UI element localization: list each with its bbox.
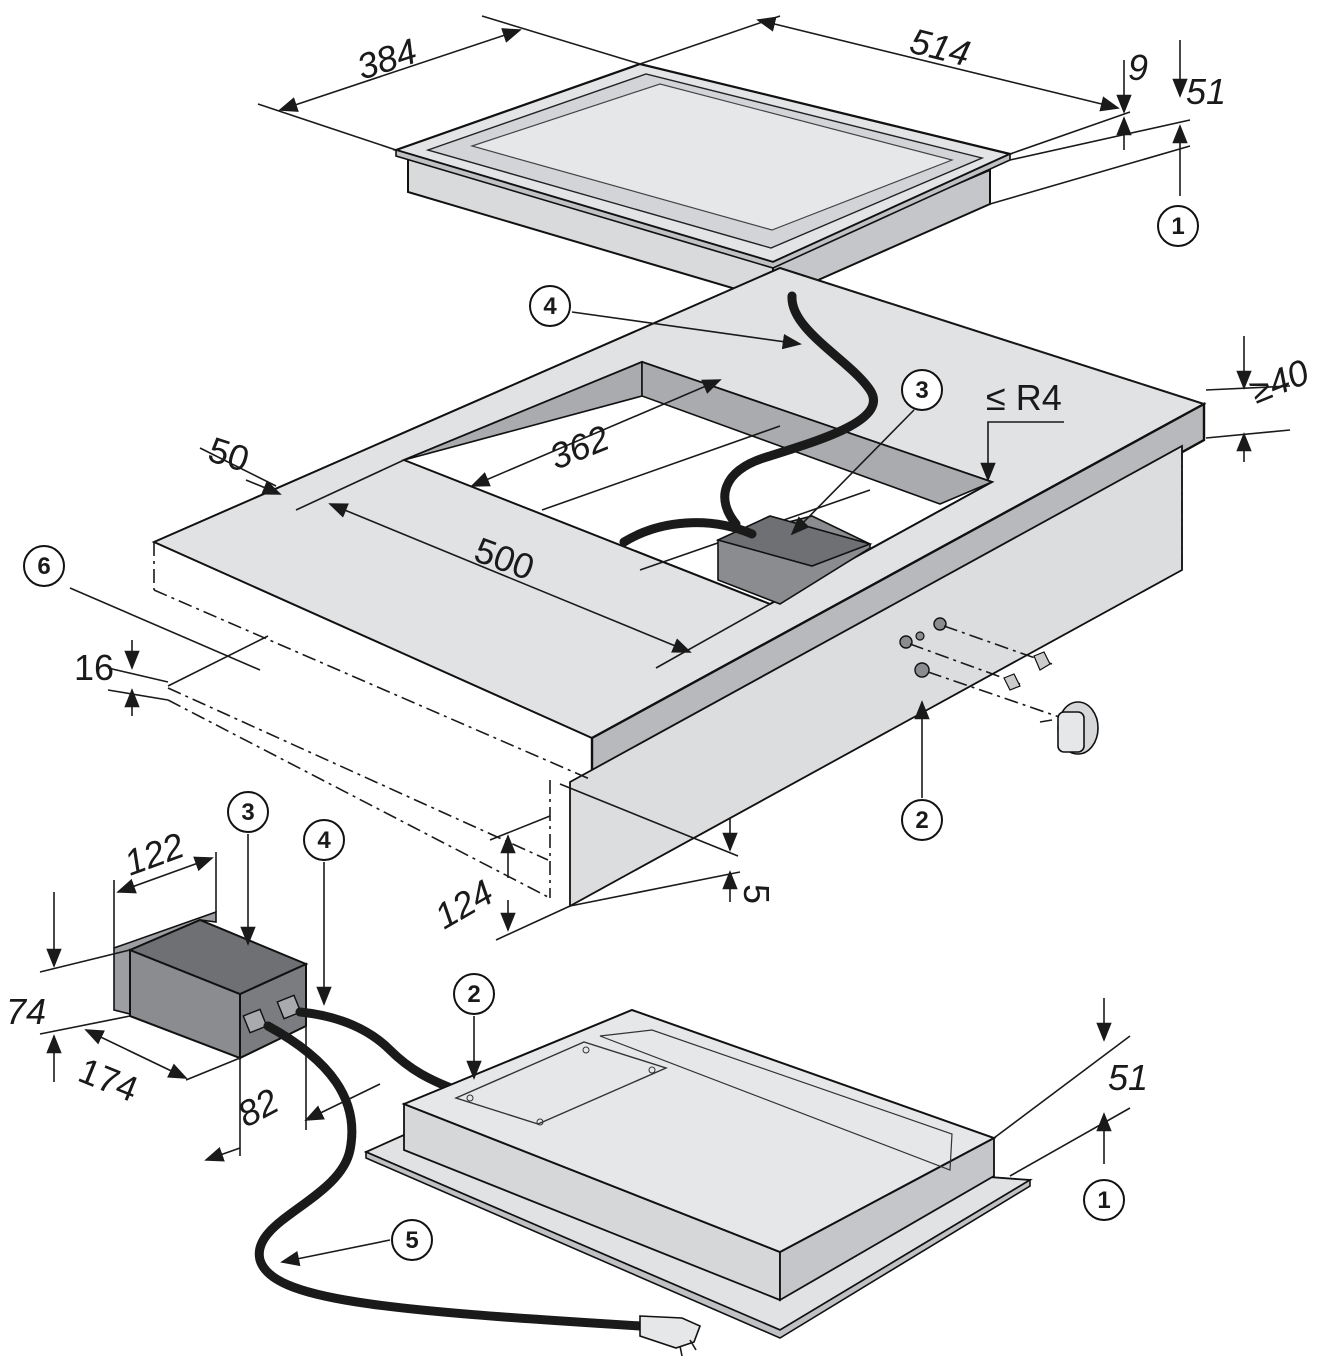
dim-51-top: 51	[1186, 71, 1226, 112]
callout-4-top: 4	[529, 285, 802, 350]
mains-cable	[254, 1021, 645, 1331]
dim-82: 82	[231, 1080, 286, 1135]
callout-2-panel-label: 2	[915, 807, 928, 834]
box-to-hob-cable	[295, 1007, 461, 1095]
dim-r4: ≤ R4	[986, 377, 1062, 418]
bottom-hob	[363, 1008, 1033, 1339]
dim-5: 5	[736, 884, 777, 904]
dim-122: 122	[119, 824, 189, 883]
callout-3-top: 3	[790, 369, 943, 536]
callout-2-bottom-label: 2	[467, 981, 480, 1008]
callout-1-top: 1	[1157, 205, 1199, 247]
dim-50: 50	[204, 429, 255, 480]
dim-384: 384	[352, 30, 422, 88]
bottom-dimensions	[993, 998, 1131, 1177]
top-cable	[720, 291, 878, 529]
dim-16: 16	[74, 647, 114, 688]
dim-174: 174	[73, 1049, 144, 1110]
dim-124: 124	[428, 871, 501, 937]
callout-3-box-label: 3	[241, 799, 254, 826]
worktop	[151, 266, 1207, 908]
worktop-dimensions	[199, 336, 1291, 669]
callout-4-box-label: 4	[317, 827, 331, 854]
callout-3-top-label: 3	[915, 377, 928, 404]
top-hob	[392, 62, 1014, 302]
callout-6: 6	[23, 545, 65, 587]
junction-box	[113, 910, 309, 1060]
callout-5-label: 5	[405, 1227, 418, 1254]
dim-74: 74	[6, 991, 46, 1032]
dim-ge40: ≥40	[1244, 351, 1315, 411]
callout-1-bottom-label: 1	[1097, 1187, 1110, 1214]
callout-1-bottom: 1	[1083, 1179, 1125, 1221]
control-knob-assembly	[899, 617, 1099, 755]
top-dimensions	[257, 15, 1191, 205]
dim-9: 9	[1128, 47, 1148, 88]
callout-2-panel: 2	[901, 700, 943, 841]
strip-dimension	[69, 587, 269, 716]
dim-514: 514	[906, 20, 974, 74]
callout-1-top-label: 1	[1171, 213, 1184, 240]
callout-3-box: 3	[227, 791, 269, 946]
box-dimensions	[39, 852, 381, 1162]
plug	[639, 1315, 702, 1357]
junction-box-top	[715, 515, 873, 605]
callout-4-top-label: 4	[543, 293, 557, 320]
callout-4-box: 4	[303, 819, 345, 1006]
callout-5: 5	[280, 1219, 433, 1267]
dim-51-bottom: 51	[1108, 1057, 1148, 1098]
callout-2-bottom: 2	[453, 973, 495, 1080]
callout-6-label: 6	[37, 553, 50, 580]
panel-dimensions	[489, 783, 741, 941]
